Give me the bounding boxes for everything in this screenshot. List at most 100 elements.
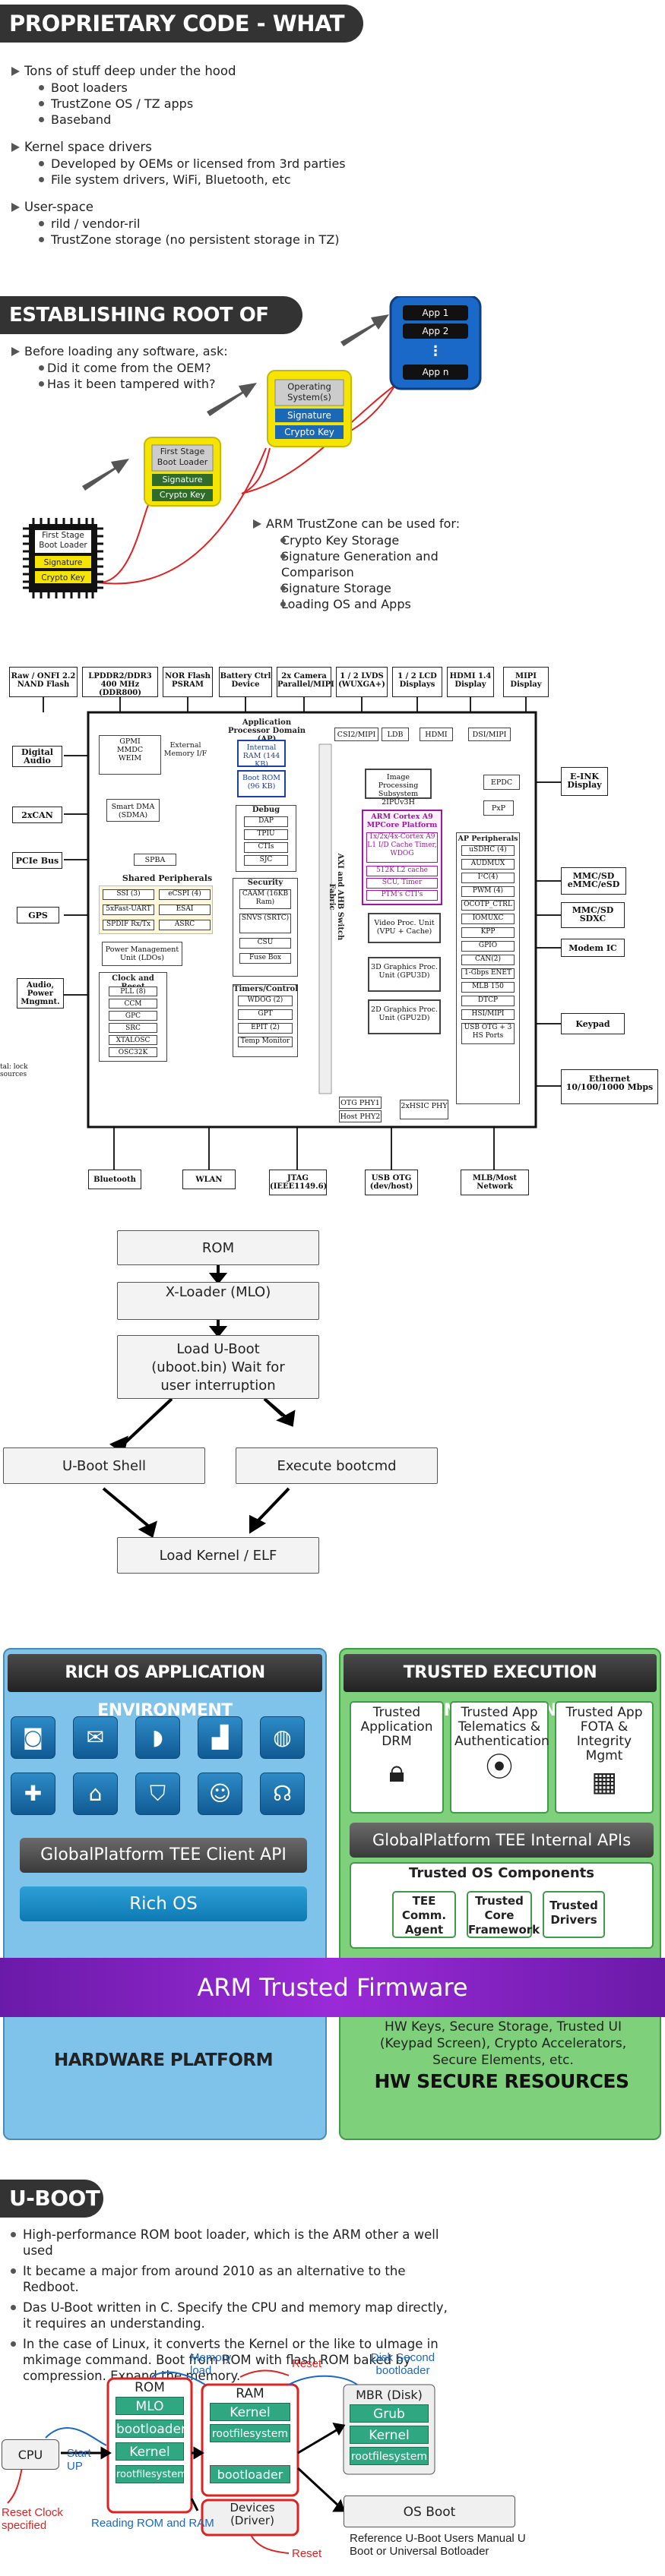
hw-shared-item: ASRC — [159, 920, 211, 930]
hw-ldb: LDB — [382, 728, 409, 741]
flow-load-kernel: Load Kernel / ELF — [117, 1537, 319, 1574]
headset-icon: ☊ — [260, 1773, 305, 1815]
uboot-diagram-lines — [7, 2369, 435, 2554]
list-item: Signature Generation and Comparison — [251, 548, 494, 580]
app-1: App 1 — [422, 308, 449, 318]
tee-client-api: GlobalPlatform TEE Client API — [20, 1838, 307, 1873]
uboot-ram-kernel: Kernel — [210, 2403, 290, 2421]
list-item: Signature Storage — [251, 580, 494, 596]
hw-ap-item: GPIO — [461, 941, 515, 952]
hw-pmu: Power Management Unit (LDOs) — [102, 942, 182, 966]
hw-hdmi: HDMI — [420, 728, 453, 741]
hw-security-box: Security CAAM (16KB Ram) SNVS (SRTC) CSU… — [233, 878, 298, 977]
hw-ext-mem: External Memory I/F — [163, 741, 207, 758]
fsbl-label-line1: First Stage — [160, 447, 205, 456]
list-item: rild / vendor-ril — [9, 216, 346, 232]
list-head: Before loading any software, ask: — [9, 344, 228, 358]
hw-axi-label: AXI and AHB Switch Fabric — [328, 853, 344, 941]
trustzone-list: ARM TrustZone can be used for: Crypto Ke… — [251, 512, 494, 612]
uboot-reading: Reading ROM and RAM — [91, 2517, 214, 2530]
hw-timer-item: WDOG (2) — [238, 996, 293, 1006]
hw-otg-phy: OTG PHY1 — [339, 1097, 382, 1109]
hw-resources-desc: HW Keys, Secure Storage, Trusted UI (Key… — [379, 2019, 627, 2068]
rich-env-title: RICH OS APPLICATION ENVIRONMENT — [8, 1654, 322, 1720]
hw-ap-item: USB OTG + 3 HS Ports — [461, 1023, 515, 1044]
uboot-reset-top: Reset — [292, 2357, 322, 2370]
uboot-os-boot: OS Boot — [344, 2496, 515, 2527]
hw-gpmi-group: GPMI MMDC WEIM — [99, 735, 161, 775]
hw-gpu3d: 3D Graphics Proc. Unit (GPU3D) — [368, 957, 441, 992]
list-item: Developed by OEMs or licensed from 3rd p… — [9, 156, 346, 172]
hw-left-clock: tal: lock sources — [0, 1063, 28, 1078]
hw-scu: SCU, Timer — [366, 878, 438, 889]
hw-bottom-wlan: WLAN — [182, 1170, 236, 1189]
hw-ap-item: HSI/MIPI — [461, 1009, 515, 1020]
hw-ptm: PTM's CTI's — [366, 890, 438, 901]
handshake-icon: ⦿ — [485, 1752, 513, 1783]
hw-clk-item: PLL (8) — [109, 987, 157, 996]
list-item: Did it come from the OEM? — [9, 360, 228, 376]
trusted-core-framework: Trusted Core Framework — [467, 1891, 540, 1938]
hw-top-nor: NOR Flash PSRAM — [163, 667, 213, 697]
hw-sec-item: Fuse Box — [239, 953, 291, 964]
uboot-rom-rootfs: rootfilesystem — [116, 2465, 187, 2483]
hw-top-ddr: LPDDR2/DDR3 400 MHz (DDR800) — [82, 667, 158, 697]
hw-ap-item: OCOTP_CTRL — [461, 900, 515, 911]
list-item: Loading OS and Apps — [251, 596, 494, 612]
fsbl-label-line2: Boot Loader — [157, 457, 208, 467]
list-item: TrustZone storage (no persistent storage… — [9, 232, 346, 248]
flow-execute-bootcmd: Execute bootcmd — [236, 1447, 438, 1484]
hw-weim: WEIM — [118, 754, 142, 762]
uboot-list: High-performance ROM boot loader, which … — [9, 2227, 450, 2384]
signal-icon: ▟ — [198, 1716, 242, 1759]
uboot-mbr-grub: Grub — [350, 2404, 429, 2423]
hw-ap-item: MLB 150 — [461, 982, 515, 993]
root-trust-diagram — [23, 296, 482, 598]
lock-icon: 🔒︎ — [388, 1754, 405, 1789]
hw-pxp: PxP — [483, 800, 514, 816]
hw-smart-dma: Smart DMA (SDMA) — [106, 799, 160, 822]
hw-left-can: 2xCAN — [12, 807, 62, 823]
hw-clk-item: GPC — [109, 1011, 157, 1021]
hw-right-ethernet: Ethernet 10/100/1000 Mbps — [561, 1069, 658, 1104]
hw-iram: Internal RAM (144 KB) — [237, 740, 286, 769]
hw-right-eink: E-INK Display — [561, 767, 608, 796]
globe-icon: ◍ — [260, 1716, 305, 1759]
hw-top-battery: Battery Ctrl Device — [219, 667, 272, 697]
hw-arm-sub: 1x/2x/4x-Cortex A9 L1 I/D Cache Timer, W… — [366, 832, 438, 863]
fsbl-signature: Signature — [162, 475, 203, 485]
hw-shared-grid: SSI (3) eCSPI (4) 5xFast-UART ESAI SPDIF… — [99, 886, 213, 934]
uboot-ram-title: RAM — [236, 2386, 264, 2401]
trusted-app-fota: Trusted App FOTA & Integrity Mgmt ▦ — [555, 1701, 654, 1814]
uboot-rom-kernel: Kernel — [116, 2442, 184, 2461]
hw-top-hdmi: HDMI 1.4 Display — [447, 667, 494, 697]
hw-bottom-usb: USB OTG (dev/host) — [365, 1170, 418, 1195]
hw-dsi: DSI/MIPI — [468, 728, 511, 741]
hw-sec-item: CSU — [239, 938, 291, 949]
trusted-app-drm: Trusted Application DRM 🔒︎ — [350, 1701, 444, 1814]
uboot-reset-clock: Reset Clock specified — [2, 2506, 63, 2532]
hw-ap-title: Application Processor Domain (AP) — [227, 718, 306, 743]
boot-flow-arrows — [102, 1265, 296, 1539]
list-item: TrustZone OS / TZ apps — [9, 96, 346, 112]
chip-label-line1: First Stage — [42, 531, 84, 540]
hw-left-digital-audio: Digital Audio — [12, 746, 62, 767]
flow-rom: ROM — [117, 1230, 319, 1265]
uboot-devices: Devices (Driver) — [230, 2501, 275, 2527]
trusted-env-title: TRUSTED EXECUTION ENVIRONMENT — [344, 1654, 657, 1720]
chip-icon: ▦ — [591, 1766, 617, 1798]
hw-mmdc: MMDC — [116, 746, 144, 754]
uboot-start-up: Start UP — [67, 2447, 91, 2473]
trusted-os-title: Trusted OS Components — [409, 1865, 594, 1881]
hw-shared-title: Shared Peripherals — [122, 873, 213, 883]
arm-trusted-firmware: ARM Trusted Firmware — [0, 1958, 665, 2017]
tee-comm-agent: TEE Comm. Agent — [392, 1891, 456, 1938]
trusted-app-fota-label: Trusted App FOTA & Integrity Mgmt — [565, 1705, 643, 1763]
hw-diagram: Raw / ONFI 2.2 NAND Flash LPDDR2/DDR3 40… — [0, 661, 665, 1208]
hw-debug-item: TPIU — [244, 829, 288, 840]
chip-signature: Signature — [43, 558, 83, 567]
hw-ap-item: CAN(2) — [461, 955, 515, 965]
tee-internal-apis: GlobalPlatform TEE Internal APIs — [350, 1823, 654, 1858]
hw-clk-box: Clock and Reset PLL (8) CCM GPC SRC XTAL… — [99, 972, 167, 1062]
list-head: Tons of stuff deep under the hood — [9, 64, 346, 78]
